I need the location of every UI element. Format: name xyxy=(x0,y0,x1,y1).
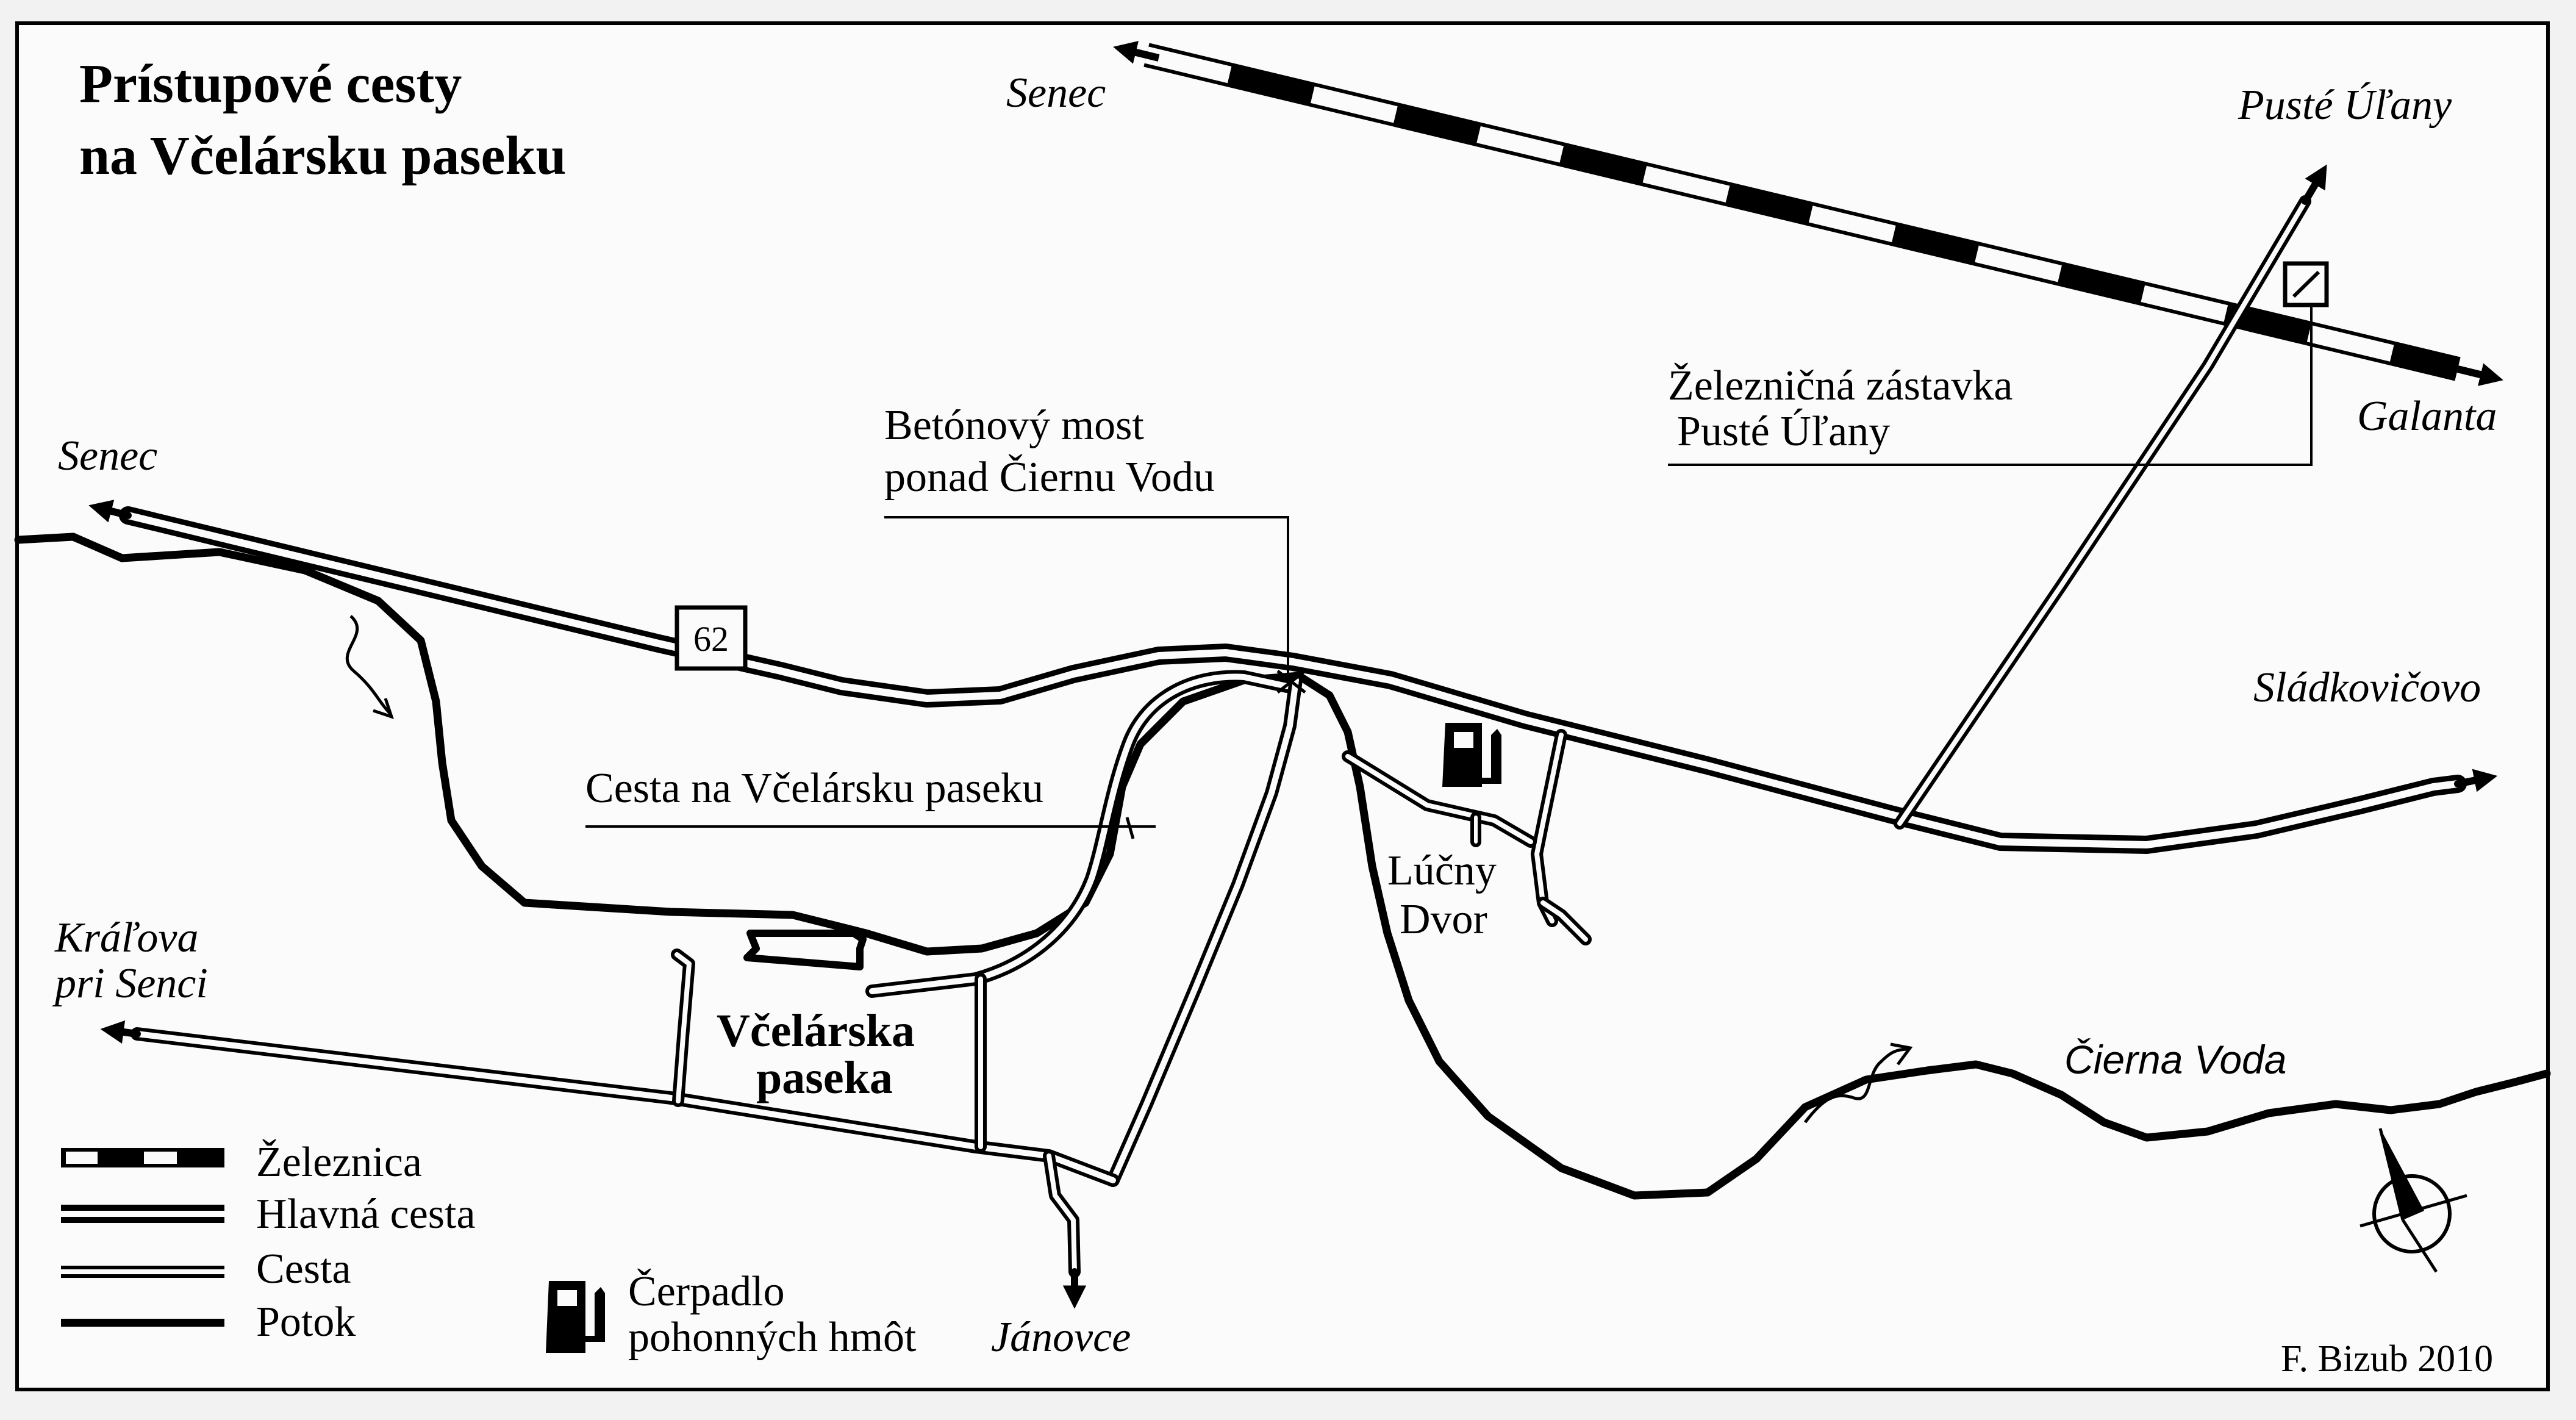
north-arrow-icon xyxy=(2360,1128,2467,1273)
flow-direction-arrows xyxy=(345,615,1913,1124)
annotation-zastavka-line2: Pusté Úľany xyxy=(1677,408,1890,455)
road-number-shield: 62 xyxy=(674,605,748,671)
map-title-line1: Prístupové cesty xyxy=(79,54,462,114)
legend-main-road-swatch xyxy=(61,1205,224,1223)
paseka-building xyxy=(743,930,867,970)
legend-stream-label: Potok xyxy=(256,1299,356,1346)
legend-main-road-label: Hlavná cesta xyxy=(256,1191,476,1238)
railway-stop-symbol xyxy=(2283,261,2329,307)
legend-pump-line2: pohonných hmôt xyxy=(628,1314,917,1361)
label-puste-ulany: Pusté Úľany xyxy=(2238,82,2452,129)
stream-cierna-voda xyxy=(14,532,2551,1200)
legend-fuel-pump-icon xyxy=(546,1281,605,1353)
annotation-most-line1: Betónový most xyxy=(884,402,1144,449)
local-roads xyxy=(100,164,2327,1309)
label-senec-rail: Senec xyxy=(1006,70,1106,117)
annotation-most-line2: ponad Čiernu Vodu xyxy=(884,454,1215,501)
map-title-line2: na Včelársku paseku xyxy=(79,126,567,186)
label-sladkovicovo: Sládkovičovo xyxy=(2253,664,2481,711)
pointer-lines xyxy=(585,305,2313,828)
legend-road-label: Cesta xyxy=(256,1246,351,1293)
road-tick xyxy=(1125,817,1135,839)
label-galanta: Galanta xyxy=(2357,393,2497,440)
concrete-bridge-marker xyxy=(1276,670,1306,694)
legend-railway-label: Železnica xyxy=(256,1139,422,1186)
fuel-pump-icon xyxy=(1442,723,1501,787)
label-kralova-line1: Kráľova xyxy=(54,914,198,961)
label-lucny-dvor-line2: Dvor xyxy=(1400,896,1487,943)
legend-railway-swatch xyxy=(61,1148,224,1167)
label-kralova-line2: pri Senci xyxy=(52,960,208,1007)
label-senec-road: Senec xyxy=(58,432,157,479)
legend: Železnica Hlavná cesta Cesta Potok Čerpa… xyxy=(61,1139,917,1361)
annotation-cesta: Cesta na Včelársku paseku xyxy=(585,765,1043,812)
legend-pump-line1: Čerpadlo xyxy=(628,1268,785,1315)
label-river-cierna-voda: Čierna Voda xyxy=(2064,1037,2286,1082)
legend-road-swatch xyxy=(61,1266,224,1278)
annotation-zastavka-line1: Železničná zástavka xyxy=(1668,362,2012,409)
label-janovce: Jánovce xyxy=(991,1314,1131,1361)
label-lucny-dvor-line1: Lúčny xyxy=(1387,847,1497,894)
credit: F. Bizub 2010 xyxy=(2281,1338,2493,1380)
main-road-62 xyxy=(88,500,2498,854)
label-paseka-line1: Včelárska xyxy=(717,1005,915,1056)
label-paseka-line2: paseka xyxy=(756,1052,893,1103)
legend-stream-swatch xyxy=(61,1319,224,1327)
road-number-62: 62 xyxy=(693,619,729,659)
